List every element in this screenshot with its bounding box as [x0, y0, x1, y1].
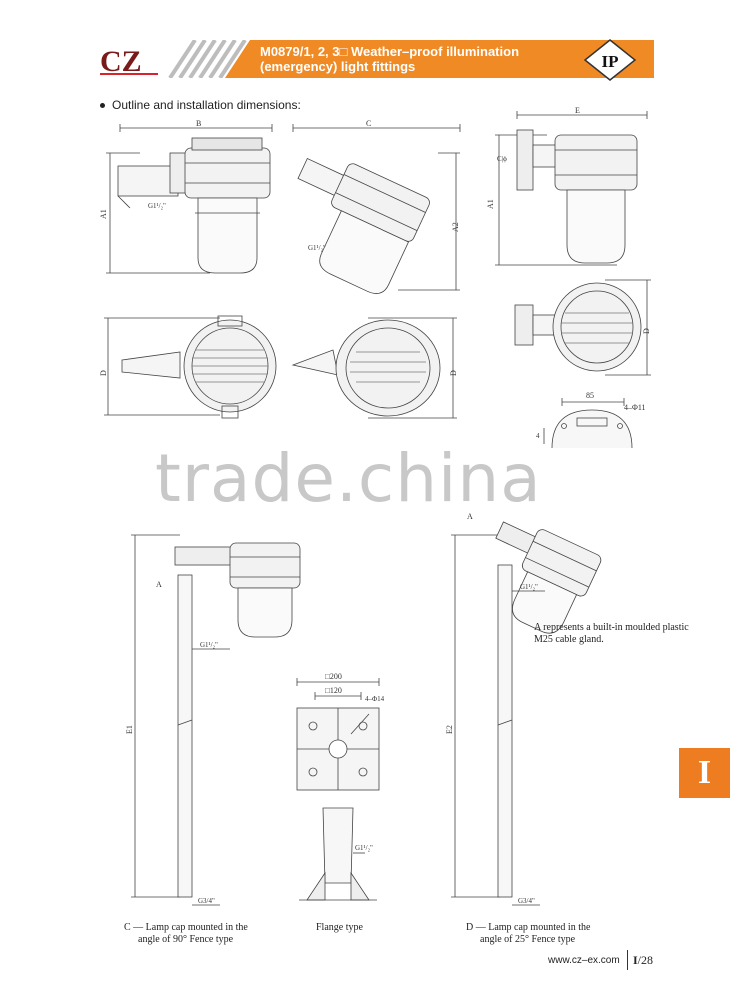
cable-gland-note: A represents a built-in moulded plastic … — [534, 622, 689, 645]
company-logo: CZ — [100, 45, 158, 78]
bullet-icon — [100, 103, 105, 109]
dim-label-a: A — [156, 580, 162, 589]
footer-divider — [627, 950, 628, 970]
svg-text:CZ: CZ — [100, 45, 142, 78]
header-stripes — [165, 40, 255, 78]
dim-label-c: C — [366, 119, 371, 128]
caption-flange: Flange type — [316, 922, 363, 933]
drawing-top-view-d-middle: D — [291, 317, 458, 419]
dim-label-g1-2: G1¹/₂" — [520, 583, 538, 591]
dim-label-d: D — [449, 370, 458, 376]
drawing-pole-mount-d: A G1¹/₂" E2 G3/4" — [445, 512, 602, 906]
caption-c: C — Lamp cap mounted in the angle of 90°… — [124, 922, 248, 945]
dim-label-g1-2: G1¹/₂" — [200, 641, 218, 649]
dim-label-phi14: 4–Φ14 — [365, 695, 385, 703]
dim-label-a: A — [467, 512, 473, 521]
dim-label-sq200: □200 — [325, 672, 342, 681]
dim-label-g1-2: G1¹/₂" — [308, 244, 326, 252]
dim-label-c-phi: C|ϕ — [497, 155, 507, 163]
dim-label-85: 85 — [586, 391, 594, 400]
section-heading: Outline and installation dimensions: — [100, 98, 301, 112]
drawing-top-view-d-right: D — [514, 279, 651, 376]
caption-d: D — Lamp cap mounted in the angle of 25°… — [466, 922, 591, 945]
drawing-wall-mount-e: E A1 C|ϕ — [487, 106, 648, 266]
drawing-pole-mount-c: A G1¹/₂" E1 G3/4" — [125, 534, 301, 906]
drawing-top-view-d-left: D — [100, 315, 277, 419]
dim-label-sq120: □120 — [325, 686, 342, 695]
section-tab: I — [679, 748, 730, 798]
dim-label-a1: A1 — [487, 199, 495, 209]
page-title: M0879/1, 2, 3□ Weather–proof illuminatio… — [260, 44, 520, 74]
drawing-flange: □200 □120 4–Φ14 G1¹/₂" — [296, 672, 385, 901]
svg-text:IP: IP — [602, 52, 619, 71]
dim-label-phi11: 4–Φ11 — [624, 403, 646, 412]
dim-label-g1-2: G1¹/₂" — [355, 844, 373, 852]
dim-label-a2: A2 — [451, 222, 460, 232]
ip-badge: IP — [583, 39, 637, 81]
drawing-mounting-plate: 85 4–Φ11 4 — [536, 391, 646, 449]
dim-label-e: E — [575, 106, 580, 115]
dim-label-e2: E2 — [445, 725, 454, 734]
drawing-side-view-b: B A1 G1¹/₂" — [100, 119, 273, 274]
dim-label-d: D — [100, 370, 108, 376]
dim-label-g3-4: G3/4" — [518, 897, 535, 905]
page-number: I/28 — [633, 953, 654, 967]
dim-label-g3-4: G3/4" — [198, 897, 215, 905]
dim-label-d: D — [642, 328, 651, 334]
dim-label-e1: E1 — [125, 725, 134, 734]
dim-label-a1: A1 — [100, 209, 108, 219]
dim-label-g1-2: G1¹/₂" — [148, 202, 166, 210]
dim-label-b: B — [196, 119, 201, 128]
footer-url: www.cz–ex.com — [548, 955, 620, 966]
watermark-text: trade.china — [155, 440, 542, 517]
drawing-angled-view-c: C A2 G1¹/₂" — [292, 119, 461, 294]
header-bar — [182, 40, 654, 78]
dim-label-4: 4 — [536, 432, 540, 440]
